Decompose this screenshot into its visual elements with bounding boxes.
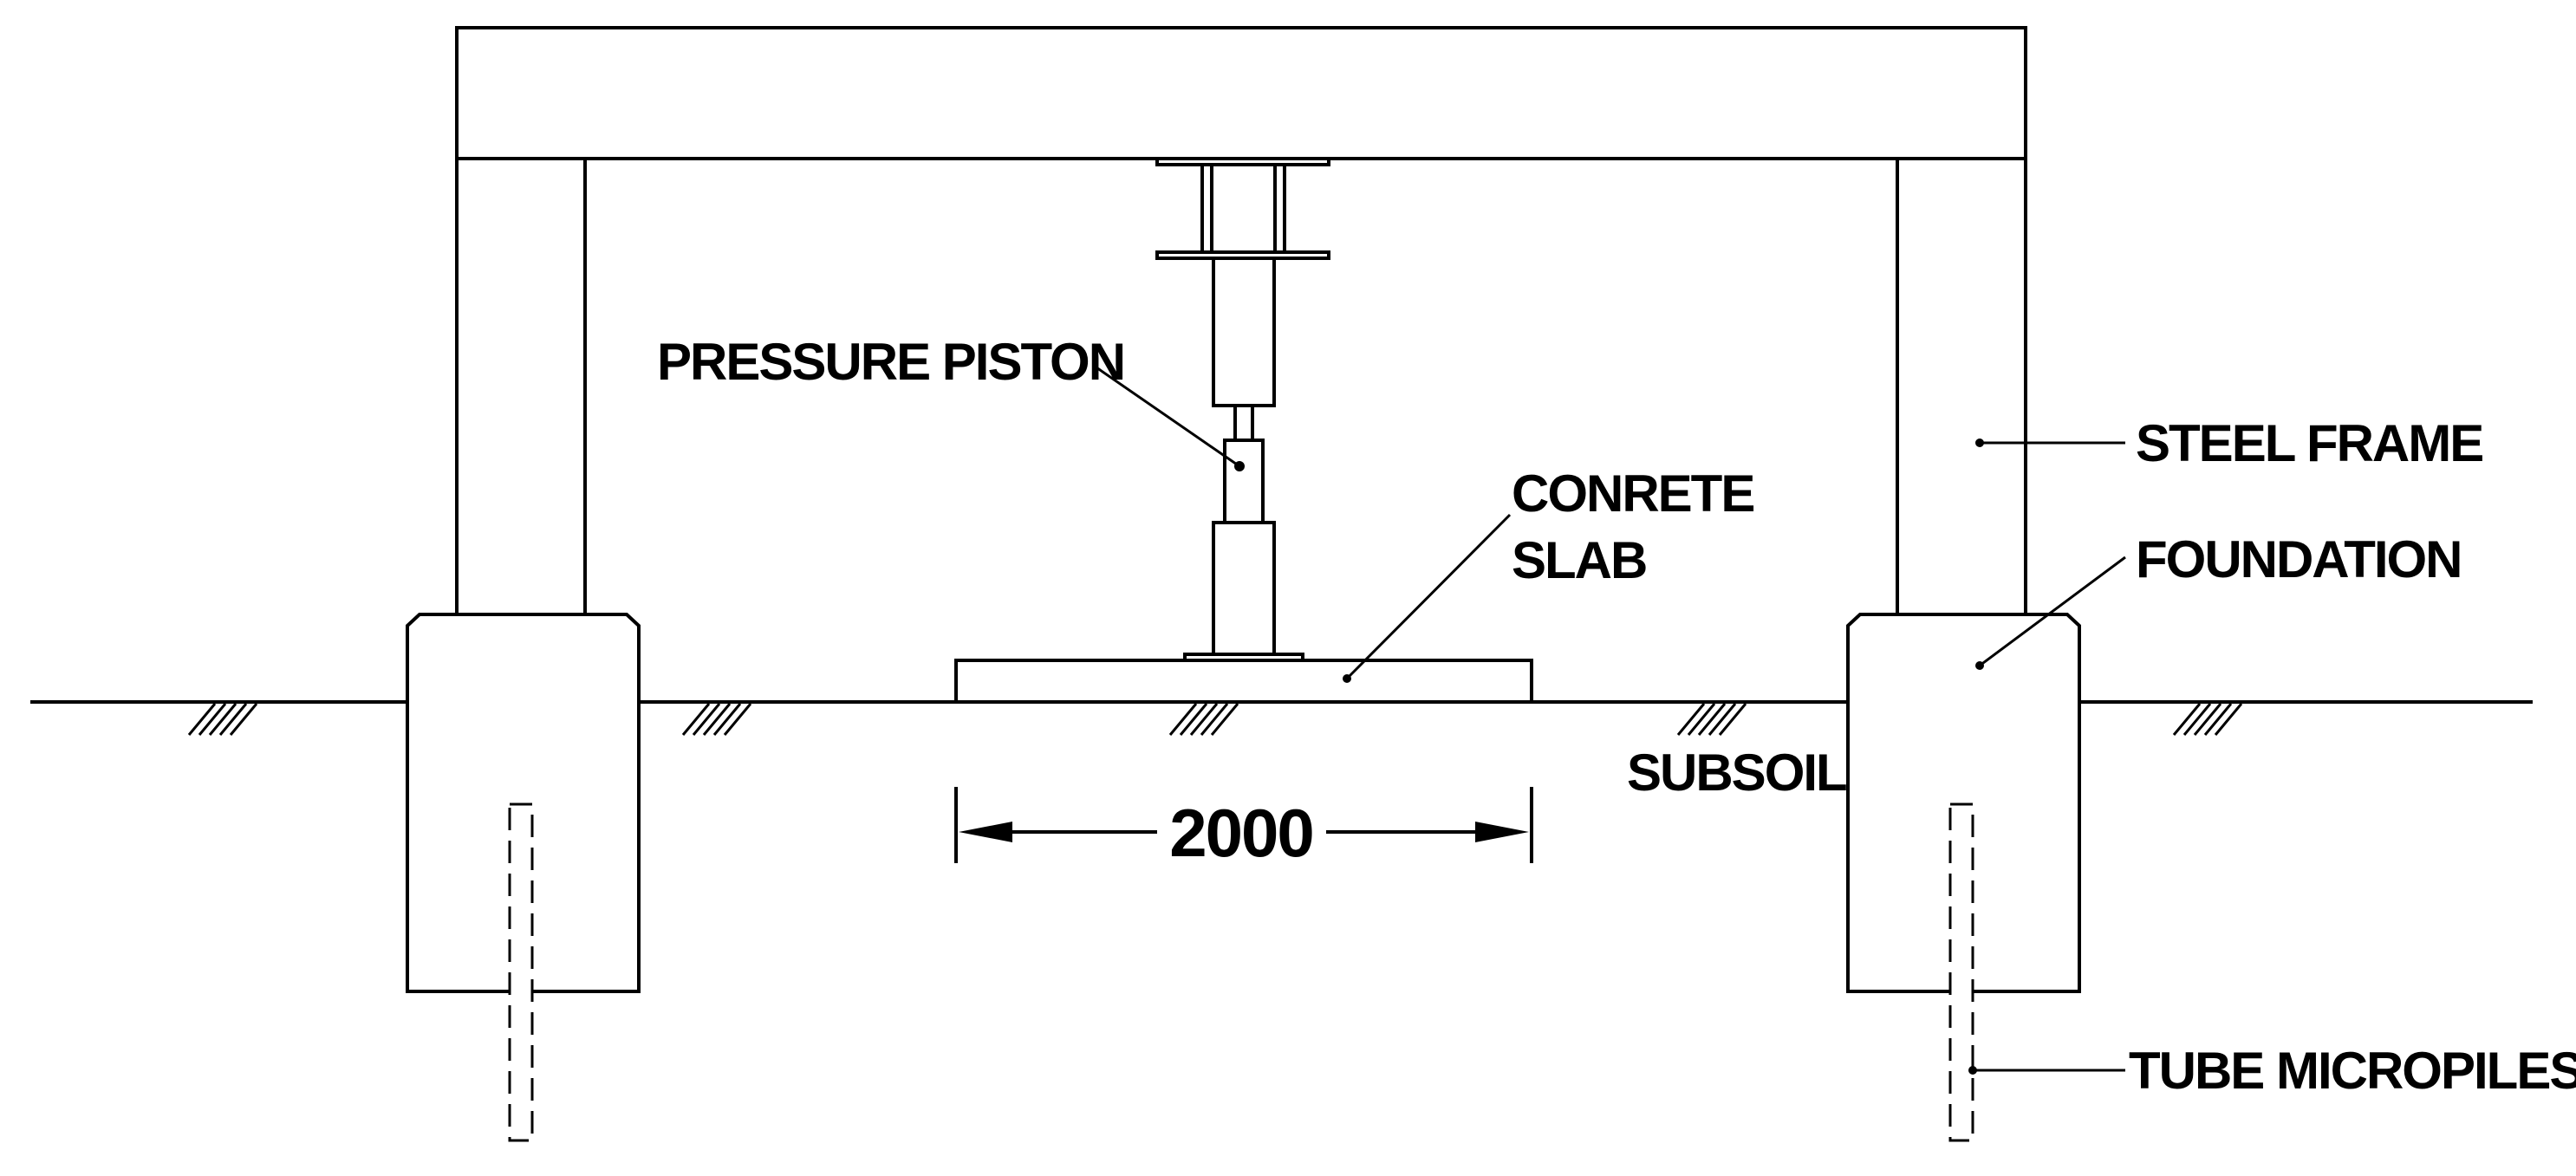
leader-foundation: [1979, 556, 2126, 667]
leader-foundation-dot: [1975, 661, 1984, 670]
pressure-piston: [1155, 157, 1330, 662]
dimension-2000: 2000: [954, 787, 1533, 871]
dimension-arrow-right: [1475, 822, 1529, 842]
dimension-value: 2000: [1169, 795, 1313, 871]
dimension-arrow-left: [959, 822, 1012, 842]
soil-hatching: [187, 703, 2243, 736]
piston-cylinder: [1212, 257, 1276, 407]
soil-hatch-2: [681, 703, 752, 736]
label-concrete-slab-line2: SLAB: [1512, 531, 1646, 589]
labels: PRESSURE PISTON CONRETE SLAB STEEL FRAME…: [657, 333, 2576, 1100]
soil-hatch-5: [2172, 703, 2243, 736]
concrete-slab: [954, 659, 1533, 704]
label-subsoil: SUBSOIL: [1627, 744, 1846, 802]
piston-base: [1212, 521, 1276, 656]
leader-lines: [1093, 364, 2126, 1075]
soil-hatch-4: [1676, 703, 1747, 736]
tube-micropiles: [508, 802, 1974, 1142]
soil-hatch-3: [1168, 703, 1239, 736]
label-foundation: FOUNDATION: [2136, 530, 2462, 588]
frame-left-column: [455, 157, 587, 616]
leader-concrete-slab: [1345, 513, 1512, 680]
label-steel-frame: STEEL FRAME: [2136, 414, 2482, 472]
leader-steel-frame-dot: [1975, 439, 1984, 447]
leader-pressure-piston: [1093, 364, 1240, 468]
label-concrete-slab-line1: CONRETE: [1512, 465, 1753, 523]
frame-top-beam: [455, 26, 2027, 160]
piston-head: [1223, 439, 1265, 524]
label-tube-micropiles: TUBE MICROPILES: [2129, 1042, 2576, 1100]
piston-rod: [1233, 404, 1254, 442]
label-pressure-piston: PRESSURE PISTON: [657, 333, 1124, 391]
frame-right-column: [1896, 157, 2027, 616]
right-micropile: [1948, 802, 1974, 1142]
leader-tube-micropiles-dot: [1968, 1066, 1977, 1075]
left-micropile: [508, 802, 534, 1142]
leader-concrete-slab-dot: [1343, 674, 1351, 683]
top-plate: [1155, 157, 1330, 166]
soil-hatch-1: [187, 703, 258, 736]
